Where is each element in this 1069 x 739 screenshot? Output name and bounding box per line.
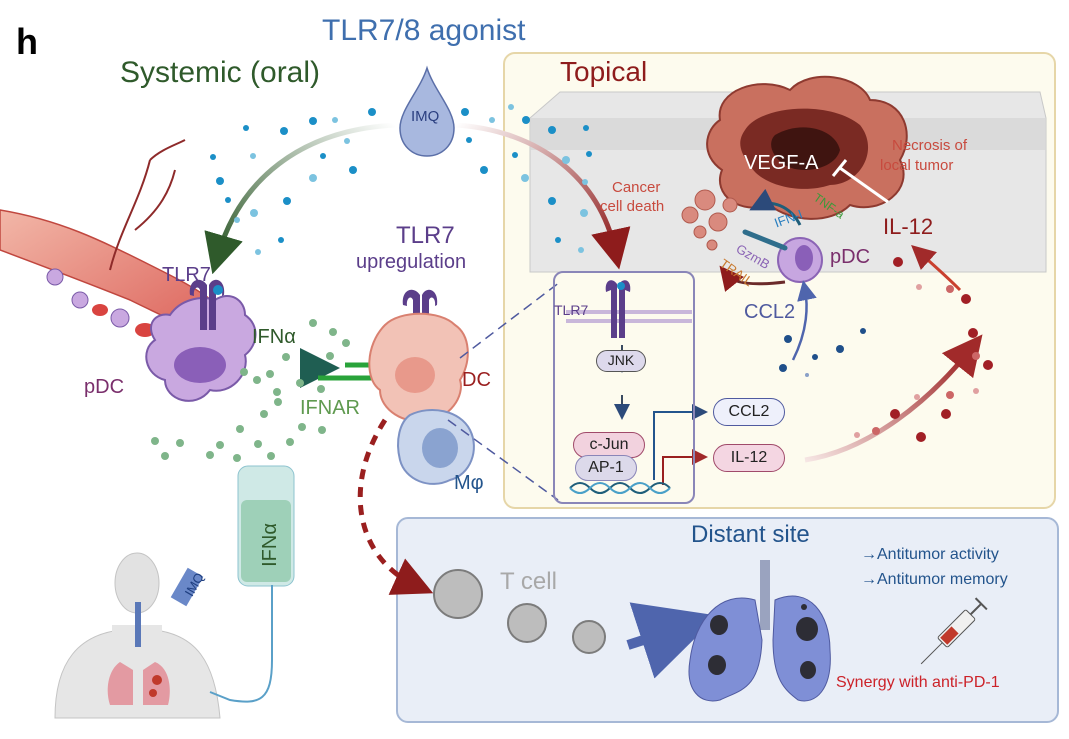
il12-particles [854, 257, 993, 442]
topical-pdc-cell [742, 229, 823, 283]
dna-helix [569, 482, 671, 494]
dc-label: DC [462, 369, 491, 391]
outcome-antitumor-activity: →Antitumor activity [861, 546, 999, 563]
tumor [681, 75, 908, 251]
pathway-receptor [566, 280, 692, 338]
upregulation-subtitle: upregulation [356, 251, 467, 273]
distant-site-title: Distant site [691, 521, 810, 548]
imq-droplet [399, 65, 455, 157]
ifnar-label: IFNAR [300, 397, 360, 419]
ifn-particles [151, 319, 350, 462]
ap1-node: AP-1 [575, 455, 637, 481]
necrosis-label-2: local tumor [880, 157, 954, 174]
pdc-tlr7-label: TLR7 [162, 264, 211, 286]
topical-ccl2-label: CCL2 [744, 301, 796, 323]
upregulation-title: TLR7 [396, 222, 455, 249]
cancer-death-label-2: cell death [600, 198, 665, 215]
ccl2-particles [779, 328, 866, 377]
pathway-inset [553, 271, 695, 504]
t-cell-label: T cell [500, 568, 557, 595]
il12-arrow [804, 334, 983, 463]
vegf-label: VEGF-A [744, 152, 819, 174]
macrophage-label: Mφ [454, 472, 484, 494]
synergy-label: Synergy with anti-PD-1 [836, 674, 1000, 691]
figure-title: TLR7/8 agonist [322, 14, 526, 47]
pdc-cell [145, 295, 257, 402]
syringe-icon [920, 597, 988, 665]
jnk-node: JNK [596, 350, 646, 372]
systemic-arrow [204, 122, 396, 275]
il12-output: IL-12 [713, 444, 785, 472]
dc-cell [368, 312, 469, 422]
necrosis-label-1: Necrosis of [892, 137, 968, 154]
pdc-label: pDC [84, 376, 125, 398]
ccl2-recruit-arrow [791, 280, 817, 361]
inset-tlr7-label: TLR7 [554, 302, 589, 318]
cjun-node: c-Jun [573, 432, 645, 458]
t-cells [433, 569, 606, 654]
lungs [688, 560, 831, 702]
systemic-label: Systemic (oral) [120, 56, 321, 89]
macrophage-cell [397, 409, 475, 485]
imq-particles [210, 104, 592, 255]
topical-arrow [454, 122, 631, 270]
panel-letter: h [16, 21, 38, 62]
tlr7-receptor-pdc [189, 279, 225, 330]
il12-inhibits-vegf [839, 166, 889, 204]
patient-illustration [54, 465, 295, 719]
ifn-alpha-label: IFNα [252, 326, 296, 348]
topical-pdc-label: pDC [830, 246, 871, 268]
il12-label: IL-12 [883, 214, 934, 239]
dc-to-tcell-arrow [357, 418, 434, 595]
ccl2-output: CCL2 [713, 398, 785, 426]
cancer-death-label-1: Cancer [612, 179, 661, 196]
imq-droplet-label: IMQ [411, 108, 440, 125]
iv-bag-label: IFNα [258, 523, 281, 567]
outcome-antitumor-memory: →Antitumor memory [861, 571, 1008, 588]
tcell-to-lung-arrow [626, 602, 719, 679]
topical-label: Topical [560, 56, 648, 87]
